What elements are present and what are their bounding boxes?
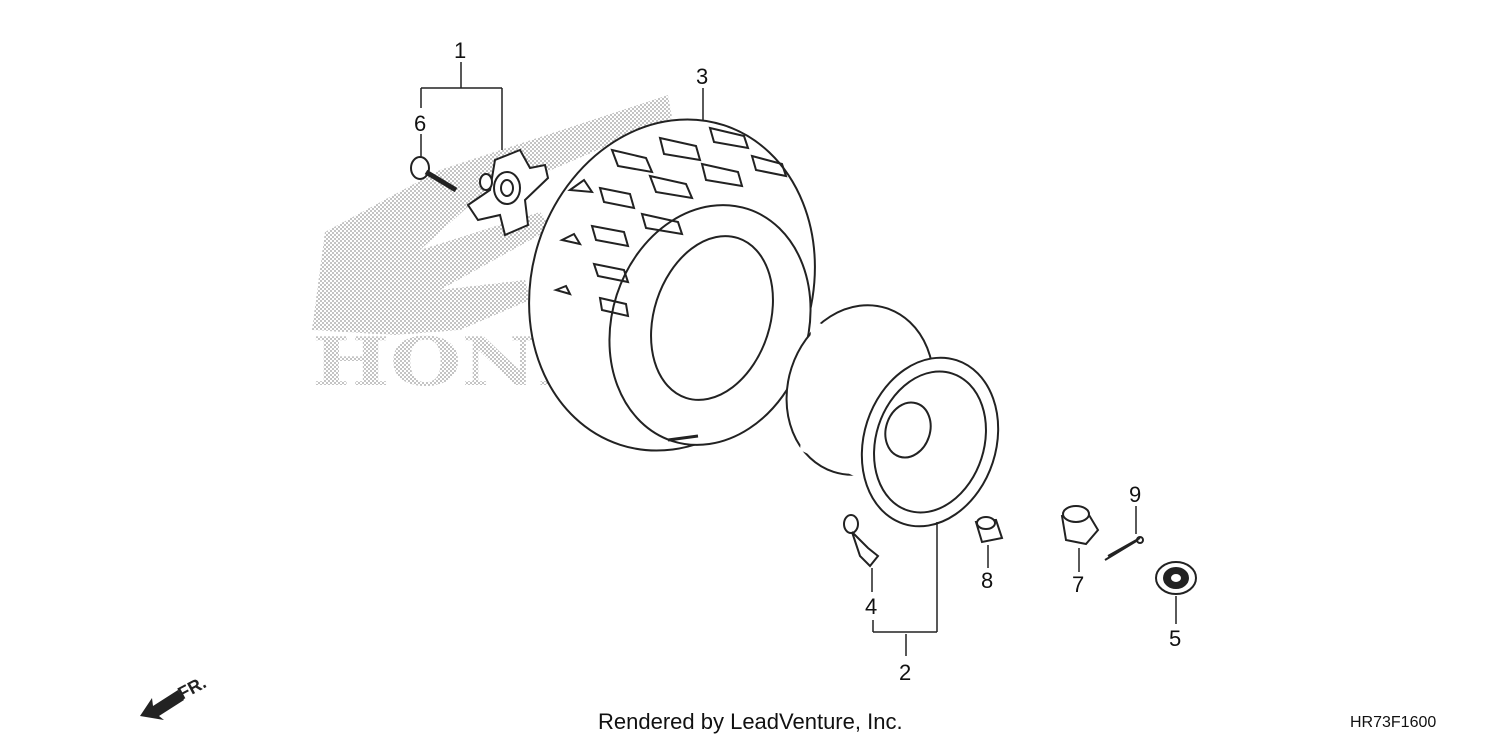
valve-stem <box>843 514 880 568</box>
tire-tread-lugs <box>552 126 788 318</box>
hub-bolt <box>410 156 458 193</box>
hub-nut <box>1155 561 1197 595</box>
callout-9: 9 <box>1129 482 1141 507</box>
honda-wing-logo <box>312 95 672 335</box>
collar <box>974 516 1004 544</box>
tire <box>528 118 816 452</box>
valve-cap <box>843 514 859 534</box>
bolt-head <box>410 156 430 180</box>
hub <box>466 148 550 237</box>
callout-3: 3 <box>696 64 708 89</box>
rim-center-disc <box>884 401 932 459</box>
bolt-shank <box>424 169 458 193</box>
callout-1: 1 <box>454 38 466 63</box>
hub-stud-boss <box>479 173 493 191</box>
valve-body <box>851 531 880 568</box>
front-direction-indicator: FR. <box>140 672 209 720</box>
callout-4: 4 <box>865 594 877 619</box>
tire-bead-inner <box>650 235 774 401</box>
front-arrow-icon <box>140 690 184 720</box>
castle-nut <box>1060 505 1100 546</box>
hub-bore <box>500 179 514 197</box>
callout-2: 2 <box>899 660 911 685</box>
cotter-pin <box>1104 536 1144 561</box>
callout-7: 7 <box>1072 572 1084 597</box>
callout-5: 5 <box>1169 626 1181 651</box>
leader-2-bracket <box>872 522 938 656</box>
leader-1-bracket <box>420 62 503 150</box>
diagram-code: HR73F1600 <box>1350 714 1437 731</box>
callout-8: 8 <box>981 568 993 593</box>
render-credit: Rendered by LeadVenture, Inc. <box>598 709 903 734</box>
callouts: 1 6 3 4 2 8 7 9 5 <box>414 38 1181 685</box>
wheel-rim <box>785 304 1000 528</box>
leader-lines <box>420 62 1177 656</box>
tire-sidewall-marking <box>667 434 699 442</box>
callout-6: 6 <box>414 111 426 136</box>
